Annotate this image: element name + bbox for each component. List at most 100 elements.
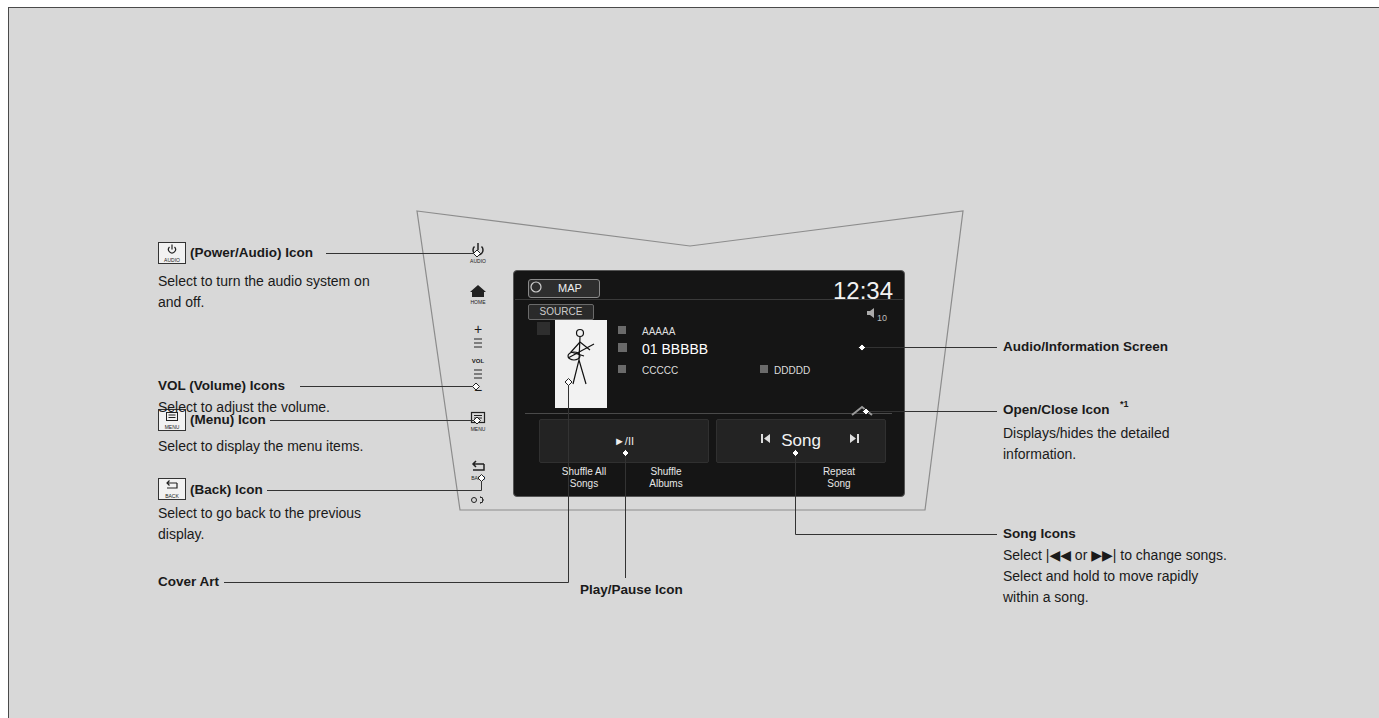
page-frame xyxy=(9,8,1379,718)
repeat-button: Repeat Song xyxy=(814,466,864,490)
callout-text: Displays/hides the detailed information. xyxy=(1003,423,1235,465)
callout-text: Select to turn the audio system on and o… xyxy=(158,271,390,313)
callout-heading: (Menu) Icon xyxy=(190,410,266,430)
dimmer-symbol xyxy=(472,498,477,503)
volume-up-symbol: + xyxy=(466,321,490,337)
song-skip-symbol xyxy=(761,434,859,443)
menu-symbol xyxy=(474,416,482,421)
leader-dot xyxy=(863,408,870,415)
shuffle-all-button: Shuffle All Songs xyxy=(554,466,614,490)
callout-icon-box xyxy=(159,243,186,264)
button-caption: BACK xyxy=(466,474,490,482)
leader-line xyxy=(326,253,477,254)
back-symbol xyxy=(473,461,484,470)
dimmer-symbol xyxy=(472,497,484,503)
button-caption: HOME xyxy=(466,298,490,306)
icon-caption: BACK xyxy=(158,492,186,500)
cover-art-image xyxy=(577,330,584,337)
track-info-symbol xyxy=(618,365,626,373)
screen-divider xyxy=(525,413,892,414)
speaker-symbol xyxy=(867,308,874,318)
leader-dot xyxy=(473,250,870,482)
play-pause-button: ►/II xyxy=(539,419,709,463)
leader-line xyxy=(270,420,477,421)
back-symbol xyxy=(473,461,484,467)
leader-dot xyxy=(478,475,485,482)
audio-screen: 12:34 10AAAAA 01 BBBBB CCCCC DDDDD Shuffle Al… xyxy=(513,270,905,497)
album-text: CCCCC xyxy=(642,365,762,377)
button-text: MAP xyxy=(558,282,582,295)
volume-level: 10 xyxy=(877,313,901,324)
cover-art-image xyxy=(555,320,607,408)
head-unit-panel xyxy=(417,211,963,510)
screen-divider xyxy=(515,299,903,300)
callout-power-symbol xyxy=(171,245,172,250)
home-symbol xyxy=(470,285,486,297)
leader-dot xyxy=(792,450,799,457)
cover-art-image xyxy=(568,330,594,385)
track-title: 01 BBBBB xyxy=(642,341,862,358)
power-symbol xyxy=(477,243,479,250)
back-symbol xyxy=(473,464,484,470)
genre-text: DDDDD xyxy=(774,365,874,377)
button-caption: VOL xyxy=(466,357,490,366)
callout-text: Select and hold to move rapidly within a… xyxy=(1003,566,1235,608)
leader-line xyxy=(866,411,997,412)
volume-bars xyxy=(474,370,482,378)
leader-dot xyxy=(565,379,572,386)
shuffle-albums-button: Shuffle Albums xyxy=(636,466,696,490)
power-symbol xyxy=(473,243,483,255)
callout-back-symbol xyxy=(167,481,177,486)
callout-heading: Cover Art xyxy=(158,572,219,592)
leader-line xyxy=(796,453,998,535)
cover-art-image xyxy=(568,352,580,360)
track-info-symbol xyxy=(618,343,627,352)
leader-line xyxy=(267,478,482,491)
callout-back-symbol xyxy=(167,483,177,488)
callout-heading: Open/Close Icon xyxy=(1003,400,1110,420)
callout-heading: VOL (Volume) Icons xyxy=(158,376,285,396)
icon-caption: MENU xyxy=(158,423,186,431)
callout-heading: (Back) Icon xyxy=(190,480,263,500)
leader-dot xyxy=(859,344,866,351)
open-close-symbol xyxy=(852,407,872,415)
play-pause-symbol: ►/II xyxy=(614,435,634,448)
song-skip-symbol xyxy=(761,434,770,443)
button-caption: MENU xyxy=(466,425,490,433)
cover-art-image xyxy=(555,320,607,408)
song-text: Song xyxy=(781,431,821,451)
callout-back-symbol xyxy=(167,481,177,489)
track-info-symbol xyxy=(618,326,626,334)
clock-text: 12:34 xyxy=(813,276,893,305)
leader-dot xyxy=(473,383,480,390)
cover-art-image xyxy=(571,342,590,356)
callout-heading: Audio/Information Screen xyxy=(1003,337,1168,357)
ghost-art xyxy=(537,322,550,335)
menu-symbol xyxy=(472,413,485,423)
callout-heading: Song Icons xyxy=(1003,524,1076,544)
footnote-mark: *1 xyxy=(1120,397,1129,411)
callout-power-symbol xyxy=(169,245,176,253)
leader-dot xyxy=(622,450,629,457)
callout-menu-symbol xyxy=(169,415,176,418)
leader-line xyxy=(862,347,997,348)
cover-art-image xyxy=(573,337,586,384)
track-info-symbol xyxy=(618,326,768,373)
leader-line xyxy=(224,254,997,583)
leader-dot xyxy=(474,417,481,424)
map-symbol xyxy=(531,282,541,292)
button-caption: AUDIO xyxy=(466,257,490,265)
screen-divider xyxy=(515,300,903,414)
callout-heading: Play/Pause Icon xyxy=(580,580,683,600)
menu-symbol xyxy=(472,413,485,423)
icon-caption: AUDIO xyxy=(158,256,186,264)
button-text: SOURCE xyxy=(540,306,583,318)
song-control: Song xyxy=(716,419,886,463)
source-button: SOURCE xyxy=(528,304,594,320)
artist-text: AAAAA xyxy=(642,326,842,338)
callout-heading: (Power/Audio) Icon xyxy=(190,243,313,263)
leader-dot xyxy=(474,250,481,257)
callout-text: Select |◀◀ or ▶▶| to change songs. xyxy=(1003,545,1333,566)
